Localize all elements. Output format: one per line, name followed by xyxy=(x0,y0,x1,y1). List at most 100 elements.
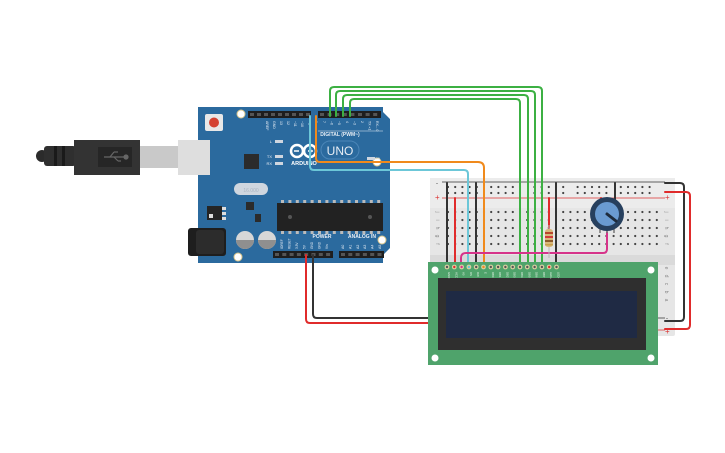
wire-gnd[interactable] xyxy=(312,254,433,319)
breadboard-hole[interactable] xyxy=(626,218,630,222)
rail-hole[interactable] xyxy=(511,185,514,189)
wire-d5-db5[interactable] xyxy=(342,94,529,266)
rail-hole[interactable] xyxy=(547,185,550,189)
rail-hole[interactable] xyxy=(626,185,630,189)
rail-hole[interactable] xyxy=(598,191,601,195)
breadboard-hole[interactable] xyxy=(634,234,637,238)
breadboard-hole[interactable] xyxy=(497,226,500,230)
breadboard-hole[interactable] xyxy=(583,210,586,214)
header-pin-hole[interactable] xyxy=(289,253,294,256)
breadboard-hole[interactable] xyxy=(612,234,615,238)
header-pin-hole[interactable] xyxy=(373,113,378,116)
rail-hole[interactable] xyxy=(583,185,586,189)
breadboard-hole[interactable] xyxy=(648,218,651,222)
breadboard-hole[interactable] xyxy=(648,242,651,246)
header-pin-hole[interactable] xyxy=(275,253,279,256)
breadboard-hole[interactable] xyxy=(641,242,644,246)
header-pin-hole[interactable] xyxy=(257,113,261,116)
header-pin-hole[interactable] xyxy=(365,113,370,116)
breadboard-hole[interactable] xyxy=(634,210,637,214)
breadboard-hole[interactable] xyxy=(490,226,493,230)
rail-hole[interactable] xyxy=(504,191,507,195)
header-pin-hole[interactable] xyxy=(299,113,303,116)
breadboard-hole[interactable] xyxy=(648,210,651,214)
arduino-uno[interactable]: 16.000 L TX RX ARDUINO xyxy=(178,107,390,263)
breadboard-hole[interactable] xyxy=(490,210,493,214)
rail-hole[interactable] xyxy=(641,191,644,195)
breadboard-hole[interactable] xyxy=(569,226,572,230)
breadboard-hole[interactable] xyxy=(569,210,572,214)
breadboard-hole[interactable] xyxy=(562,242,565,246)
header-pin-hole[interactable] xyxy=(362,253,367,256)
header-pin-hole[interactable] xyxy=(282,253,287,256)
breadboard-hole[interactable] xyxy=(497,218,500,222)
breadboard-hole[interactable] xyxy=(497,242,500,246)
rail-hole[interactable] xyxy=(511,191,514,195)
rail-hole[interactable] xyxy=(605,185,608,189)
wire-d4-db4[interactable] xyxy=(349,98,521,266)
rail-hole[interactable] xyxy=(590,185,594,189)
rail-hole[interactable] xyxy=(576,191,579,195)
breadboard-hole[interactable] xyxy=(569,234,572,238)
wire-d8-e[interactable] xyxy=(315,115,485,266)
rail-hole[interactable] xyxy=(497,185,500,189)
breadboard-hole[interactable] xyxy=(612,242,615,246)
breadboard-hole[interactable] xyxy=(468,234,471,238)
rail-hole[interactable] xyxy=(490,185,493,189)
breadboard-hole[interactable] xyxy=(569,242,572,246)
breadboard-hole[interactable] xyxy=(583,226,586,230)
breadboard-hole[interactable] xyxy=(655,218,658,222)
rail-hole[interactable] xyxy=(497,191,500,195)
breadboard-hole[interactable] xyxy=(461,242,464,246)
breadboard-hole[interactable] xyxy=(490,242,493,246)
breadboard-hole[interactable] xyxy=(468,210,471,214)
rail-hole[interactable] xyxy=(454,191,457,195)
header-pin-hole[interactable] xyxy=(326,253,331,256)
rail-hole[interactable] xyxy=(634,191,637,195)
rail-hole[interactable] xyxy=(634,185,637,189)
header-pin-hole[interactable] xyxy=(377,253,382,256)
wire-rail-vcc-jumper[interactable] xyxy=(664,191,691,330)
breadboard-hole[interactable] xyxy=(634,226,637,230)
header-pin-hole[interactable] xyxy=(348,253,353,256)
breadboard-hole[interactable] xyxy=(562,226,565,230)
breadboard-hole[interactable] xyxy=(619,226,622,230)
reset-button-cap[interactable] xyxy=(209,117,219,128)
breadboard-hole[interactable] xyxy=(490,218,493,222)
breadboard-hole[interactable] xyxy=(490,234,493,238)
breadboard-hole[interactable] xyxy=(562,234,565,238)
rail-hole[interactable] xyxy=(562,191,565,195)
breadboard-hole[interactable] xyxy=(504,234,507,238)
breadboard-hole[interactable] xyxy=(626,226,630,230)
breadboard-hole[interactable] xyxy=(590,234,594,238)
wire-5v[interactable] xyxy=(305,254,433,324)
breadboard-hole[interactable] xyxy=(511,242,514,246)
rail-hole[interactable] xyxy=(461,191,464,195)
rail-hole[interactable] xyxy=(461,185,464,189)
breadboard-hole[interactable] xyxy=(504,210,507,214)
wire-d9-rs[interactable] xyxy=(309,115,469,266)
breadboard-hole[interactable] xyxy=(655,226,658,230)
breadboard-hole[interactable] xyxy=(576,234,579,238)
rail-hole[interactable] xyxy=(598,185,601,189)
breadboard-hole[interactable] xyxy=(461,226,464,230)
header-pin-hole[interactable] xyxy=(335,113,340,116)
header-pin-hole[interactable] xyxy=(370,253,375,256)
breadboard-hole[interactable] xyxy=(576,210,579,214)
breadboard-hole[interactable] xyxy=(511,234,514,238)
header-pin-hole[interactable] xyxy=(355,253,360,256)
rail-hole[interactable] xyxy=(490,191,493,195)
header-pin-hole[interactable] xyxy=(278,113,282,116)
header-pin-hole[interactable] xyxy=(358,113,362,116)
breadboard-hole[interactable] xyxy=(583,242,586,246)
rail-hole[interactable] xyxy=(504,185,507,189)
rail-hole[interactable] xyxy=(619,185,622,189)
rail-hole[interactable] xyxy=(547,191,550,195)
breadboard-hole[interactable] xyxy=(634,242,637,246)
breadboard-hole[interactable] xyxy=(468,218,471,222)
header-pin-hole[interactable] xyxy=(264,113,268,116)
header-pin-hole[interactable] xyxy=(292,113,296,116)
breadboard-hole[interactable] xyxy=(511,210,514,214)
breadboard-hole[interactable] xyxy=(504,226,507,230)
